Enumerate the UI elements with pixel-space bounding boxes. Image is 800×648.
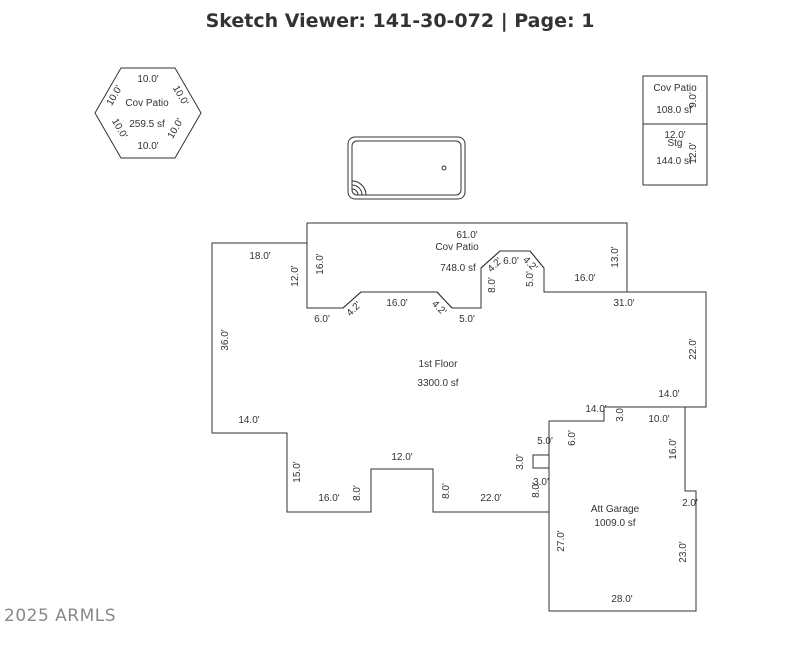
pool-outer (347, 136, 466, 200)
patio-right-dim: 13.0' (610, 246, 621, 267)
hex-side-top: 10.0' (137, 74, 158, 85)
floor-12-notch-dim: 12.0' (391, 452, 412, 463)
pool-drain-icon (441, 165, 447, 171)
garage-16-dim: 16.0' (668, 438, 679, 459)
floor-22-right-dim: 22.0' (688, 338, 699, 359)
floor-8-c-dim: 8.0' (531, 482, 542, 498)
floor-18-dim: 18.0' (249, 251, 270, 262)
garage-2-dim: 2.0' (682, 498, 698, 509)
pool-steps-icon (351, 180, 367, 196)
floor-6-dim: 6.0' (567, 430, 578, 446)
garage-27-dim: 27.0' (556, 530, 567, 551)
garage-23-dim: 23.0' (678, 541, 689, 562)
garage-10-dim: 10.0' (648, 414, 669, 425)
patio-diag-a-dim: 4.2' (345, 300, 364, 319)
patio-6-top-dim: 6.0' (503, 256, 519, 267)
storage-outline (642, 123, 708, 186)
hex-side-lower-left: 10.0' (109, 117, 129, 141)
floor-3-a-dim: 3.0' (515, 454, 526, 470)
floor-8-b-dim: 8.0' (441, 483, 452, 499)
hex-patio-name: Cov Patio (125, 98, 169, 109)
main-patio-area: 748.0 sf (440, 263, 476, 274)
garage-28-dim: 28.0' (611, 594, 632, 605)
copyright-notice: 2025 ARMLS (4, 606, 117, 626)
page-title: Sketch Viewer: 141-30-072 | Page: 1 (205, 10, 595, 32)
hex-side-upper-left: 10.0' (105, 84, 125, 108)
patio-5-right-dim: 5.0' (525, 271, 536, 287)
floor-22-bottom-dim: 22.0' (480, 493, 501, 504)
hex-side-lower-right: 10.0' (166, 117, 186, 141)
main-patio-name: Cov Patio (435, 242, 479, 253)
floor-3-b-dim: 3.0' (533, 477, 549, 488)
storage-name: Stg (667, 138, 682, 149)
patio-diag-d-dim: 4.2' (520, 255, 539, 274)
hex-patio-outline (94, 67, 202, 159)
patio-top-dim: 61.0' (456, 230, 477, 241)
patio-8-dim: 8.0' (487, 277, 498, 293)
hex-patio-area: 259.5 sf (129, 119, 165, 130)
storage-area: 144.0 sf (656, 156, 692, 167)
garage-name: Att Garage (591, 504, 640, 515)
cov-patio-right-side: 9.0' (688, 92, 699, 108)
storage-top-dim: 12.0' (664, 130, 685, 141)
garage-outline (548, 406, 697, 612)
floor-8-a-dim: 8.0' (352, 485, 363, 501)
hex-side-upper-right: 10.0' (170, 84, 190, 108)
floor-14-right-dim: 14.0' (658, 389, 679, 400)
floor-12-left-dim: 12.0' (290, 265, 301, 286)
floor-16-bottom-dim: 16.0' (318, 493, 339, 504)
cov-patio-right-name: Cov Patio (653, 83, 697, 94)
floor-3-c-dim: 3.0' (615, 406, 626, 422)
first-floor-name: 1st Floor (419, 359, 459, 370)
pool-inner (351, 140, 462, 196)
patio-16-right-dim: 16.0' (574, 273, 595, 284)
first-floor-outline (211, 242, 707, 513)
garage-area: 1009.0 sf (594, 518, 635, 529)
patio-16-mid-dim: 16.0' (386, 298, 407, 309)
floor-31-dim: 31.0' (613, 298, 634, 309)
patio-diag-c-dim: 4.2' (486, 256, 505, 275)
floor-14-left-dim: 14.0' (238, 415, 259, 426)
cov-patio-right-area: 108.0 sf (656, 105, 692, 116)
floor-14-mid-dim: 14.0' (585, 404, 606, 415)
patio-5-mid-dim: 5.0' (459, 314, 475, 325)
floor-15-dim: 15.0' (292, 461, 303, 482)
floor-5-dim: 5.0' (537, 436, 553, 447)
floor-36-dim: 36.0' (220, 329, 231, 350)
patio-left-dim: 16.0' (315, 253, 326, 274)
first-floor-area: 3300.0 sf (417, 378, 458, 389)
hex-side-bottom: 10.0' (137, 141, 158, 152)
patio-6-left-dim: 6.0' (314, 314, 330, 325)
storage-side-dim: 12.0' (688, 142, 699, 163)
